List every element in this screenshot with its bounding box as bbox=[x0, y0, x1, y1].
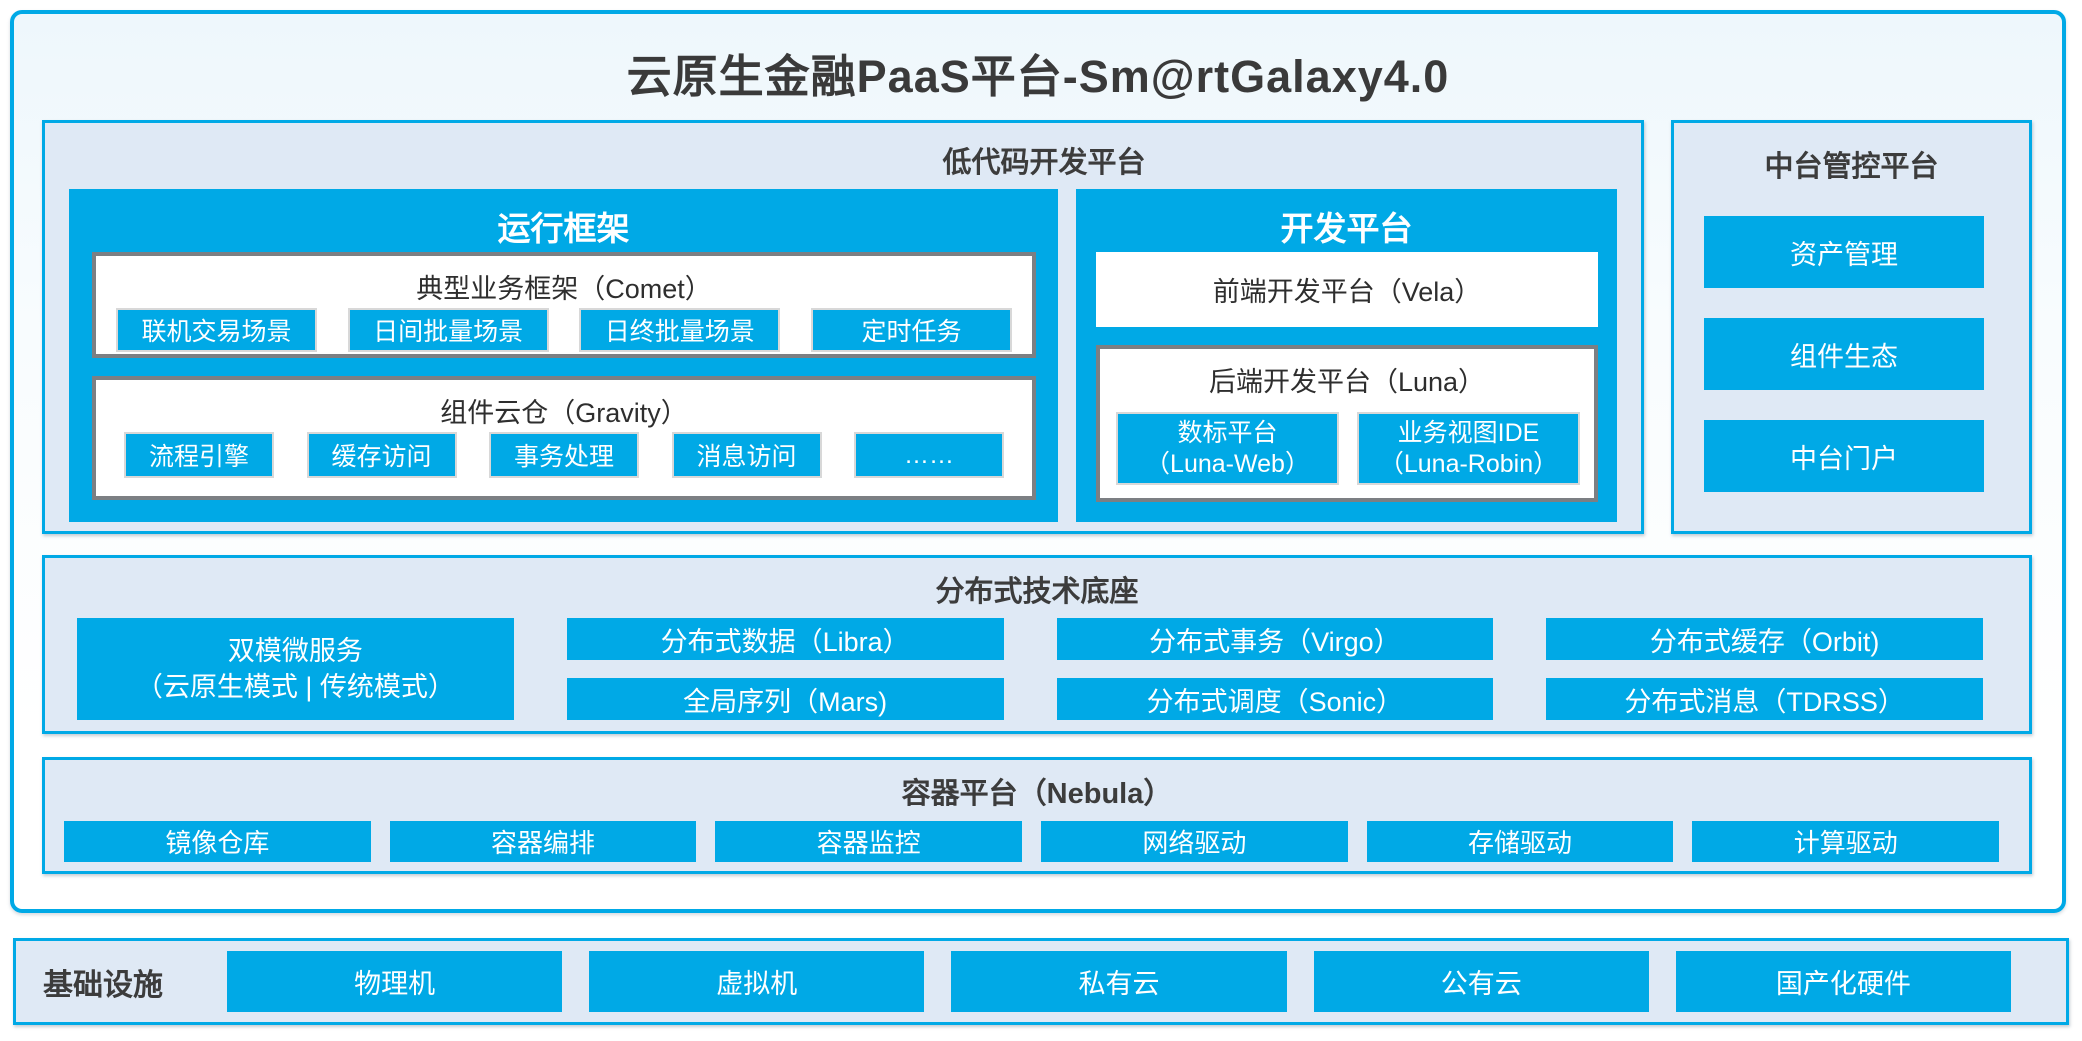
luna-chip-row: 数标平台 （Luna-Web） 业务视图IDE （Luna-Robin） bbox=[1116, 412, 1580, 485]
runtime-framework-box: 运行框架 典型业务框架（Comet） 联机交易场景 日间批量场景 日终批量场景 … bbox=[69, 189, 1058, 522]
comet-title: 典型业务框架（Comet） bbox=[416, 274, 712, 304]
comet-chip-row: 联机交易场景 日间批量场景 日终批量场景 定时任务 bbox=[116, 308, 1012, 352]
container-item-compute-driver: 计算驱动 bbox=[1692, 821, 2000, 862]
container-item-orchestration: 容器编排 bbox=[389, 821, 697, 862]
container-platform-title: 容器平台（Nebula） bbox=[901, 778, 1173, 810]
gravity-chip-row: 流程引擎 缓存访问 事务处理 消息访问 …… bbox=[124, 432, 1004, 478]
gravity-item: …… bbox=[854, 432, 1004, 478]
luna-title: 后端开发平台（Luna） bbox=[1208, 367, 1486, 397]
container-chip-row: 镜像仓库 容器编排 容器监控 网络驱动 存储驱动 计算驱动 bbox=[64, 821, 2000, 862]
container-item-network-driver: 网络驱动 bbox=[1041, 821, 1348, 862]
gravity-item: 流程引擎 bbox=[124, 432, 274, 478]
infra-item-domestic-hardware: 国产化硬件 bbox=[1675, 951, 2012, 1012]
container-item-storage-driver: 存储驱动 bbox=[1366, 821, 1674, 862]
page-title: 云原生金融PaaS平台-Sm@rtGalaxy4.0 bbox=[626, 51, 1450, 102]
luna-web-line1: 数标平台 bbox=[1177, 418, 1278, 447]
dev-platform-title: 开发平台 bbox=[1280, 210, 1413, 247]
distributed-grid: 双模微服务 （云原生模式 | 传统模式） 分布式数据（Libra） 分布式事务（… bbox=[77, 618, 1983, 720]
panel-container-platform: 容器平台（Nebula） 镜像仓库 容器编排 容器监控 网络驱动 存储驱动 计算… bbox=[42, 757, 2032, 874]
midplatform-title: 中台管控平台 bbox=[1764, 151, 1939, 183]
comet-item: 联机交易场景 bbox=[116, 308, 317, 352]
container-item-monitoring: 容器监控 bbox=[715, 821, 1023, 862]
luna-robin-item: 业务视图IDE （Luna-Robin） bbox=[1357, 412, 1580, 485]
gravity-title: 组件云仓（Gravity） bbox=[440, 398, 688, 428]
luna-web-line2: （Luna-Web） bbox=[1145, 449, 1310, 478]
luna-robin-line2: （Luna-Robin） bbox=[1378, 449, 1559, 478]
runtime-framework-title: 运行框架 bbox=[497, 210, 630, 247]
panel-midplatform: 中台管控平台 资产管理 组件生态 中台门户 bbox=[1671, 120, 2032, 534]
luna-backend-box: 后端开发平台（Luna） 数标平台 （Luna-Web） 业务视图IDE （Lu… bbox=[1096, 345, 1598, 502]
midplatform-item-ecosystem: 组件生态 bbox=[1704, 318, 1984, 390]
distributed-title: 分布式技术底座 bbox=[935, 576, 1139, 608]
dual-mode-line1: 双模微服务 bbox=[227, 636, 363, 666]
vela-frontend-box: 前端开发平台（Vela） bbox=[1096, 252, 1598, 327]
luna-web-item: 数标平台 （Luna-Web） bbox=[1116, 412, 1339, 485]
comet-framework-box: 典型业务框架（Comet） 联机交易场景 日间批量场景 日终批量场景 定时任务 bbox=[92, 252, 1036, 358]
infra-item-physical-machine: 物理机 bbox=[227, 951, 563, 1012]
infra-item-virtual-machine: 虚拟机 bbox=[589, 951, 925, 1012]
panel-infrastructure: 基础设施 物理机 虚拟机 私有云 公有云 国产化硬件 bbox=[13, 938, 2069, 1025]
container-item-registry: 镜像仓库 bbox=[64, 821, 371, 862]
distributed-transaction-box: 分布式事务（Virgo） bbox=[1056, 618, 1494, 660]
dev-platform-box: 开发平台 前端开发平台（Vela） 后端开发平台（Luna） 数标平台 （Lun… bbox=[1076, 189, 1617, 522]
distributed-scheduler-box: 分布式调度（Sonic） bbox=[1056, 678, 1494, 720]
dual-mode-line2: （云原生模式 | 传统模式） bbox=[135, 672, 455, 702]
distributed-data-box: 分布式数据（Libra） bbox=[566, 618, 1004, 660]
comet-item: 定时任务 bbox=[810, 308, 1012, 352]
lowcode-panel-title: 低代码开发平台 bbox=[942, 147, 1146, 179]
infra-item-private-cloud: 私有云 bbox=[951, 951, 1287, 1012]
distributed-cache-box: 分布式缓存（Orbit) bbox=[1546, 618, 1983, 660]
midplatform-item-portal: 中台门户 bbox=[1704, 420, 1984, 492]
infrastructure-chip-row: 物理机 虚拟机 私有云 公有云 国产化硬件 bbox=[227, 951, 2012, 1012]
midplatform-item-asset: 资产管理 bbox=[1704, 216, 1984, 288]
dual-mode-microservice-box: 双模微服务 （云原生模式 | 传统模式） bbox=[77, 618, 514, 720]
comet-item: 日间批量场景 bbox=[347, 308, 549, 352]
gravity-item: 消息访问 bbox=[671, 432, 822, 478]
global-sequence-box: 全局序列（Mars) bbox=[566, 678, 1004, 720]
panel-distributed-base: 分布式技术底座 双模微服务 （云原生模式 | 传统模式） 分布式数据（Libra… bbox=[42, 555, 2032, 734]
gravity-item: 事务处理 bbox=[489, 432, 639, 478]
gravity-item: 缓存访问 bbox=[306, 432, 457, 478]
infra-item-public-cloud: 公有云 bbox=[1313, 951, 1649, 1012]
gravity-warehouse-box: 组件云仓（Gravity） 流程引擎 缓存访问 事务处理 消息访问 …… bbox=[92, 376, 1036, 500]
comet-item: 日终批量场景 bbox=[579, 308, 781, 352]
panel-lowcode-platform: 低代码开发平台 运行框架 典型业务框架（Comet） 联机交易场景 日间批量场景… bbox=[42, 120, 1644, 534]
infrastructure-label: 基础设施 bbox=[43, 968, 163, 1002]
main-frame: 云原生金融PaaS平台-Sm@rtGalaxy4.0 低代码开发平台 运行框架 … bbox=[10, 10, 2066, 913]
luna-robin-line1: 业务视图IDE bbox=[1397, 418, 1540, 447]
distributed-message-box: 分布式消息（TDRSS） bbox=[1546, 678, 1983, 720]
